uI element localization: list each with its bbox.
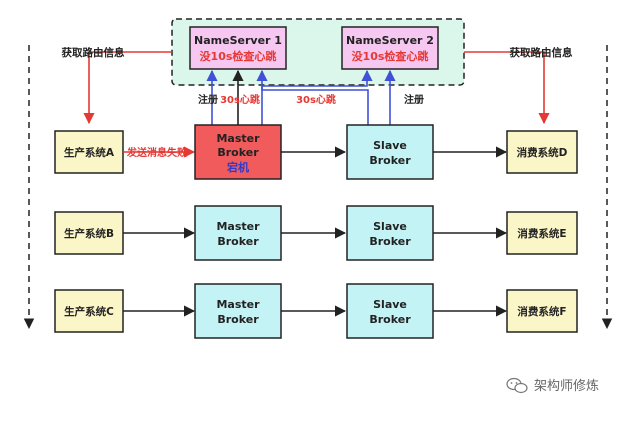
producer-b-label: 生产系统B [64,227,114,240]
slave-broker-a-box [346,124,434,180]
route-info-left-label: 获取路由信息 [62,46,125,59]
consumer-f-box [506,289,578,333]
register-right-label: 注册 [404,93,424,106]
slave-broker-b-box [346,205,434,261]
slave-broker-c-line2: Broker [369,313,411,326]
heartbeat-left-label: 30s心跳 [220,93,260,106]
register-left-label: 注册 [198,93,218,106]
producer-a-label: 生产系统A [64,146,115,159]
nameserver-1-subtitle: 没10s检查心跳 [200,49,277,63]
master-broker-a-down: 宕机 [226,160,249,174]
slave-broker-c-line1: Slave [373,298,407,311]
consumer-e-box [506,211,578,255]
route-info-left-arrow [83,51,172,125]
producer-c-box [54,289,124,333]
master-broker-a-box [194,124,282,180]
route-info-right-label: 获取路由信息 [510,46,573,59]
producer-c-label: 生产系统C [64,305,114,318]
consumer-d-label: 消费系统D [517,146,568,159]
nameserver-2-box [341,26,439,70]
consumer-e-label: 消费系统E [517,227,566,240]
nameserver-1-box [189,26,287,70]
heartbeat-right-label: 30s心跳 [296,93,336,106]
master-broker-b-line1: Master [216,220,260,233]
master-broker-a-line1: Master [216,132,260,145]
send-fail-label: 发送消息失败 [126,146,187,159]
producer-b-box [54,211,124,255]
slave-broker-b-line1: Slave [373,220,407,233]
slave-broker-c-box [346,283,434,339]
master-broker-a-line2: Broker [217,146,259,159]
slave-broker-a-line1: Slave [373,139,407,152]
master-broker-c-box [194,283,282,339]
watermark-text: 架构师修炼 [534,379,599,394]
master-broker-c-line2: Broker [217,313,259,326]
master-broker-b-line2: Broker [217,235,259,248]
wechat-icon [506,377,528,394]
nameserver-2-subtitle: 没10s检查心跳 [352,49,429,63]
slave-a-heartbeat-ns1-arrow [256,69,369,125]
consumer-f-label: 消费系统F [517,305,566,318]
slave-broker-a-line2: Broker [369,154,411,167]
consumer-d-box [506,130,578,174]
master-a-heartbeat-ns2-arrow [261,69,373,125]
producer-a-box [54,130,124,174]
slave-broker-b-line2: Broker [369,235,411,248]
master-broker-b-box [194,205,282,261]
nameserver-1-title: NameServer 1 [194,34,282,47]
route-info-right-arrow [464,51,550,125]
master-broker-c-line1: Master [216,298,260,311]
nameserver-2-title: NameServer 2 [346,34,434,47]
